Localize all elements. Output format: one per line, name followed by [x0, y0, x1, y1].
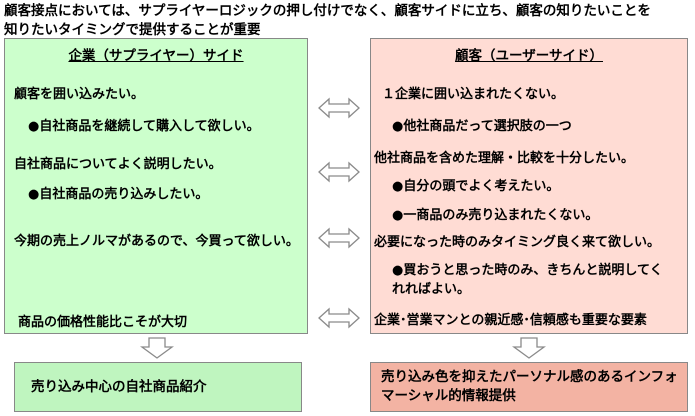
customer-side-title: 顧客（ユーザーサイド） — [455, 48, 603, 64]
customer-item-2: ●他社商品だって選択肢の一つ — [392, 119, 572, 134]
left-right-arrow-icon — [318, 227, 360, 249]
left-right-arrow-icon — [318, 161, 360, 183]
customer-item-3: 他社商品を含めた理解・比較を十分したい。 — [374, 151, 635, 166]
supplier-item-3: 自社商品についてよく説明したい。 — [14, 157, 222, 172]
left-right-arrow-icon — [318, 97, 360, 119]
left-right-arrow-icon — [318, 307, 360, 329]
supplier-item-2: ●自社商品を継続して購入して欲しい。 — [28, 119, 260, 134]
diagram-heading: 顧客接点においては、サプライヤーロジックの押し付けでなく、顧客サイドに立ち、顧客… — [4, 2, 694, 40]
customer-side-panel — [370, 38, 688, 334]
supplier-item-5: 今期の売上ノルマがあるので、今買って欲しい。 — [14, 234, 299, 249]
down-arrow-icon — [512, 337, 546, 359]
customer-item-8: 企業･営業マンとの親近感･信頼感も重要な要素 — [374, 313, 647, 328]
customer-item-5: ●一商品のみ売り込まれたくない。 — [392, 208, 599, 223]
supplier-item-4: ●自社商品の売り込みしたい。 — [28, 187, 209, 202]
supplier-result-text: 売り込み中心の自社商品紹介 — [31, 378, 207, 395]
supplier-item-6: 商品の価格性能比こそが大切 — [18, 315, 188, 330]
heading-line-2: 知りたいタイミングで提供することが重要 — [4, 22, 261, 38]
customer-item-6: 必要になった時のみタイミング良く来て欲しい。 — [374, 235, 661, 250]
supplier-side-title: 企業（サプライヤー）サイド — [68, 48, 244, 64]
customer-item-4: ●自分の頭でよく考えたい。 — [392, 179, 560, 194]
supplier-result-box: 売り込み中心の自社商品紹介 — [14, 362, 302, 412]
supplier-side-panel — [4, 38, 308, 334]
heading-line-1: 顧客接点においては、サプライヤーロジックの押し付けでなく、顧客サイドに立ち、顧客… — [4, 3, 651, 19]
supplier-item-1: 顧客を囲い込みたい。 — [14, 87, 145, 102]
customer-item-7: ●買おうと思った時のみ、きちんと説明してくれればよい。 — [392, 263, 663, 297]
down-arrow-icon — [140, 337, 174, 359]
customer-result-box: 売り込み色を抑えたパーソナル感のあるインフォマーシャル的情報提供 — [370, 362, 688, 412]
customer-result-text: 売り込み色を抑えたパーソナル感のあるインフォマーシャル的情報提供 — [381, 369, 678, 404]
customer-item-1: １企業に囲い込まれたくない。 — [382, 87, 565, 102]
